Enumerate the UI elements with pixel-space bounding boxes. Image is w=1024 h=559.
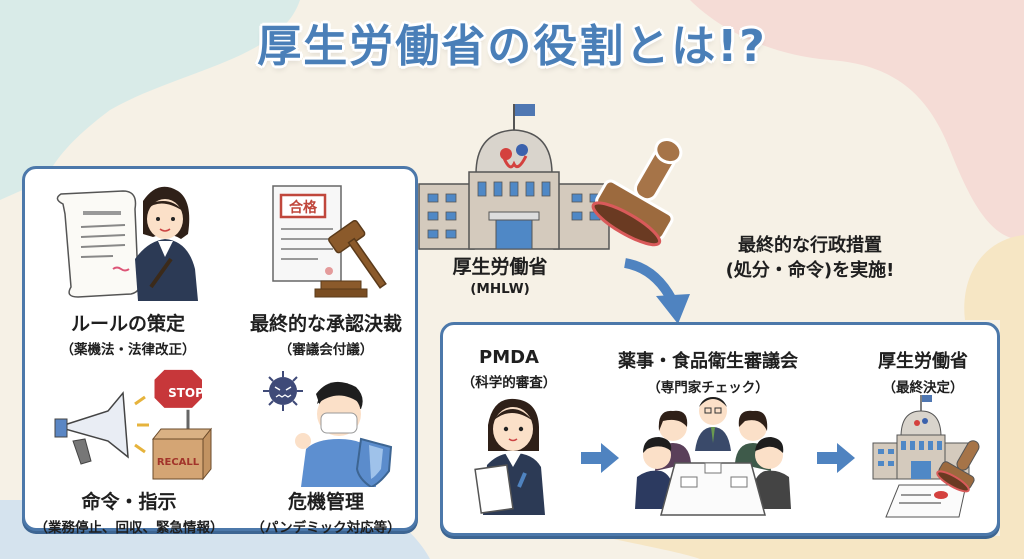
role-label: ルールの策定 <box>70 313 185 335</box>
role-rule-making: ルールの策定 （薬機法・法律改正） <box>33 309 223 358</box>
ministry-building-icon <box>418 104 610 250</box>
flow-step-pmda: PMDA （科学的審査） <box>449 347 569 391</box>
administrative-action-text: 最終的な行政措置 (処分・命令)を実施! <box>690 233 930 283</box>
council-meeting-icon <box>635 397 791 516</box>
flow-step-council: 薬事・食品衛生審議会 （専門家チェック） <box>603 347 813 396</box>
ministry-label: 厚生労働省 (MHLW) <box>440 252 560 297</box>
role-final-approval: 最終的な承認決裁 （審議会付議） <box>231 309 421 358</box>
scroll-woman-icon <box>56 186 198 301</box>
megaphone-stop-recall-icon: STOP RECALL <box>54 369 213 481</box>
role-sub: （薬機法・法律改正） <box>60 342 196 358</box>
curved-arrow-icon <box>623 258 690 324</box>
role-sub: （審議会付議） <box>278 342 374 358</box>
stamp-icon <box>591 138 683 247</box>
arrow-right-icon <box>581 443 619 473</box>
ministry-final-decision-icon <box>872 395 980 518</box>
approval-flow-panel: PMDA （科学的審査） 薬事・食品衛生審議会 （専門家チェック） 厚生労働省 … <box>440 322 1000 536</box>
ministry-name: 厚生労働省 <box>452 256 548 278</box>
action-line-1: 最終的な行政措置 <box>738 235 882 256</box>
role-crisis-management: 危機管理 （パンデミック対応等） <box>231 487 421 536</box>
role-label: 最終的な承認決裁 <box>249 313 402 335</box>
page-title: 厚生労働省の役割とは!? <box>257 21 767 72</box>
gavel-certificate-icon: 合格 <box>272 185 387 298</box>
action-line-2: (処分・命令)を実施! <box>725 260 895 281</box>
flow-step-ministry: 厚生労働省 （最終決定） <box>863 347 983 396</box>
stop-sign-text: STOP <box>168 386 204 400</box>
role-label: 命令・指示 <box>81 491 177 513</box>
role-label: 危機管理 <box>287 491 364 513</box>
flow-step-label: PMDA <box>479 347 539 368</box>
virus-mask-shield-icon <box>263 371 393 487</box>
ministry-abbr: (MHLW) <box>470 281 530 297</box>
arrow-right-icon <box>817 443 855 473</box>
badge-text: 合格 <box>289 199 318 216</box>
role-sub: （業務停止、回収、緊急情報） <box>34 520 224 536</box>
role-orders: 命令・指示 （業務停止、回収、緊急情報） <box>29 487 229 536</box>
role-sub: （パンデミック対応等） <box>251 520 401 536</box>
roles-panel: ルールの策定 （薬機法・法律改正） 合格 最終的な承認決裁 （審議会付議） ST… <box>22 166 421 536</box>
flow-step-label: 厚生労働省 <box>878 351 968 372</box>
flow-step-sub: （専門家チェック） <box>647 380 769 396</box>
recall-box-text: RECALL <box>157 457 200 468</box>
flow-step-label: 薬事・食品衛生審議会 <box>618 351 798 372</box>
flow-step-sub: （最終決定） <box>882 380 964 396</box>
flow-step-sub: （科学的審査） <box>461 375 557 391</box>
pmda-reviewer-icon <box>474 398 545 515</box>
